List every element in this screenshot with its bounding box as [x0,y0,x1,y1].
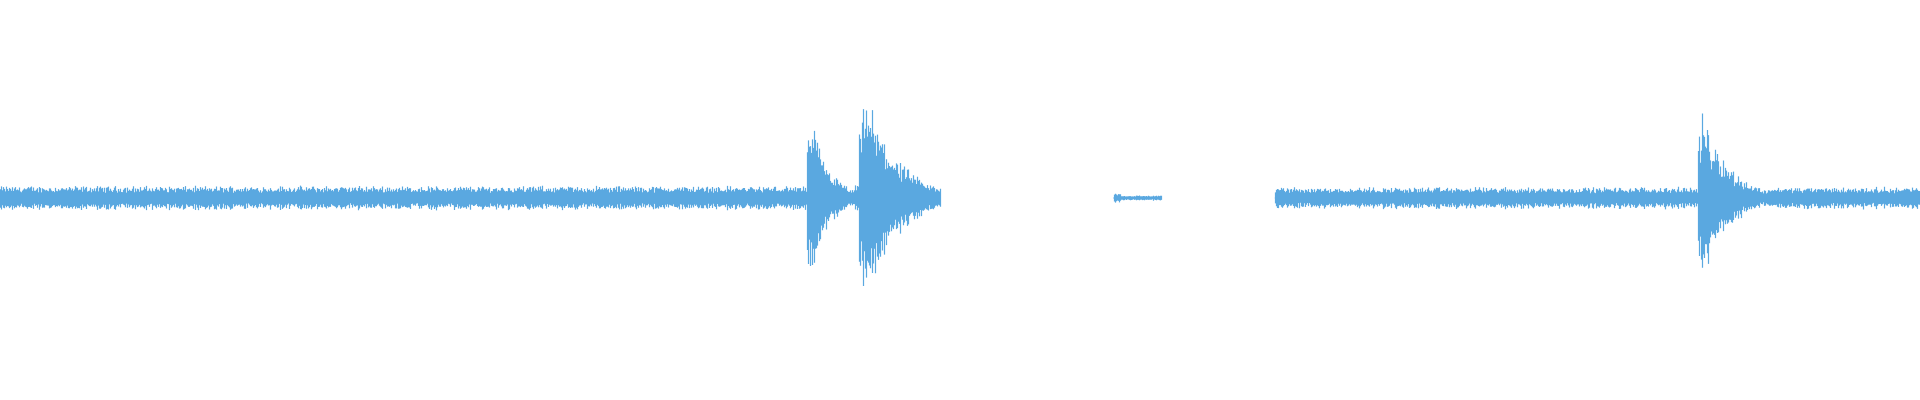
waveform-bars [0,109,1920,286]
